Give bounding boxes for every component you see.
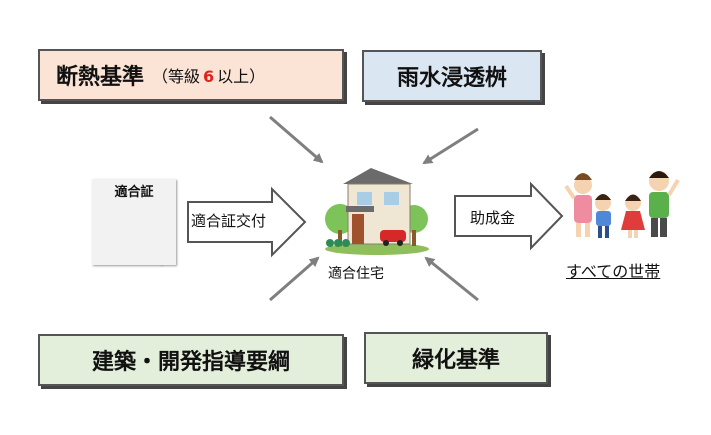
greening-standard-label: 緑化基準 <box>411 348 500 373</box>
arrow-from-rainwater <box>422 127 479 165</box>
grade-number: 6 <box>203 67 215 86</box>
arrow-from-building-guideline <box>269 256 320 302</box>
compliant-house-label: 適合住宅 <box>328 266 384 282</box>
house-icon <box>325 168 429 255</box>
insulation-standard-label: 断熱基準 <box>56 65 145 90</box>
arrow-from-greening <box>424 256 479 302</box>
grade-note-close: 以上） <box>217 67 266 86</box>
rainwater-infiltration-label: 雨水浸透桝 <box>396 66 507 91</box>
subsidy-label: 助成金 <box>470 209 516 227</box>
certificate-issue-label: 適合証交付 <box>191 212 267 230</box>
certificate-title: 適合証 <box>114 185 154 200</box>
arrow-from-insulation <box>269 115 324 164</box>
rainwater-infiltration-box: 雨水浸透桝 <box>362 50 542 102</box>
grade-note-open: （等級 <box>152 67 201 86</box>
certificate-issue-arrow <box>187 186 307 258</box>
greening-standard-box: 緑化基準 <box>364 332 548 384</box>
family-icon <box>564 171 680 238</box>
subsidy-arrow <box>454 181 564 251</box>
all-households-label: すべての世帯 <box>566 262 661 281</box>
building-development-guideline-box: 建築・開発指導要綱 <box>38 334 344 386</box>
building-development-guideline-label: 建築・開発指導要綱 <box>91 350 290 375</box>
certificate-card: 適合証 <box>92 179 176 265</box>
